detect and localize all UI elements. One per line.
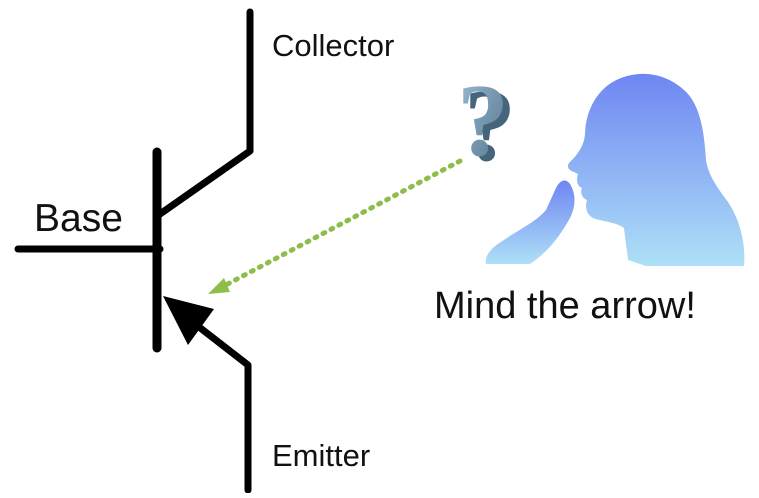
emitter-label: Emitter	[272, 438, 371, 473]
collector-label: Collector	[272, 28, 395, 63]
thinking-person-icon	[485, 73, 745, 266]
svg-text:?: ?	[464, 68, 516, 183]
caption-text: Mind the arrow!	[434, 285, 696, 327]
emitter-arrow-head	[163, 296, 214, 345]
svg-text:?: ?	[457, 63, 509, 178]
dotted-pointer-line	[219, 158, 463, 290]
dotted-pointer-head	[208, 278, 230, 294]
base-label: Base	[34, 197, 123, 240]
collector-lead	[156, 8, 254, 218]
question-mark-icon: ? ?	[457, 63, 516, 183]
emitter-lead	[186, 316, 252, 494]
